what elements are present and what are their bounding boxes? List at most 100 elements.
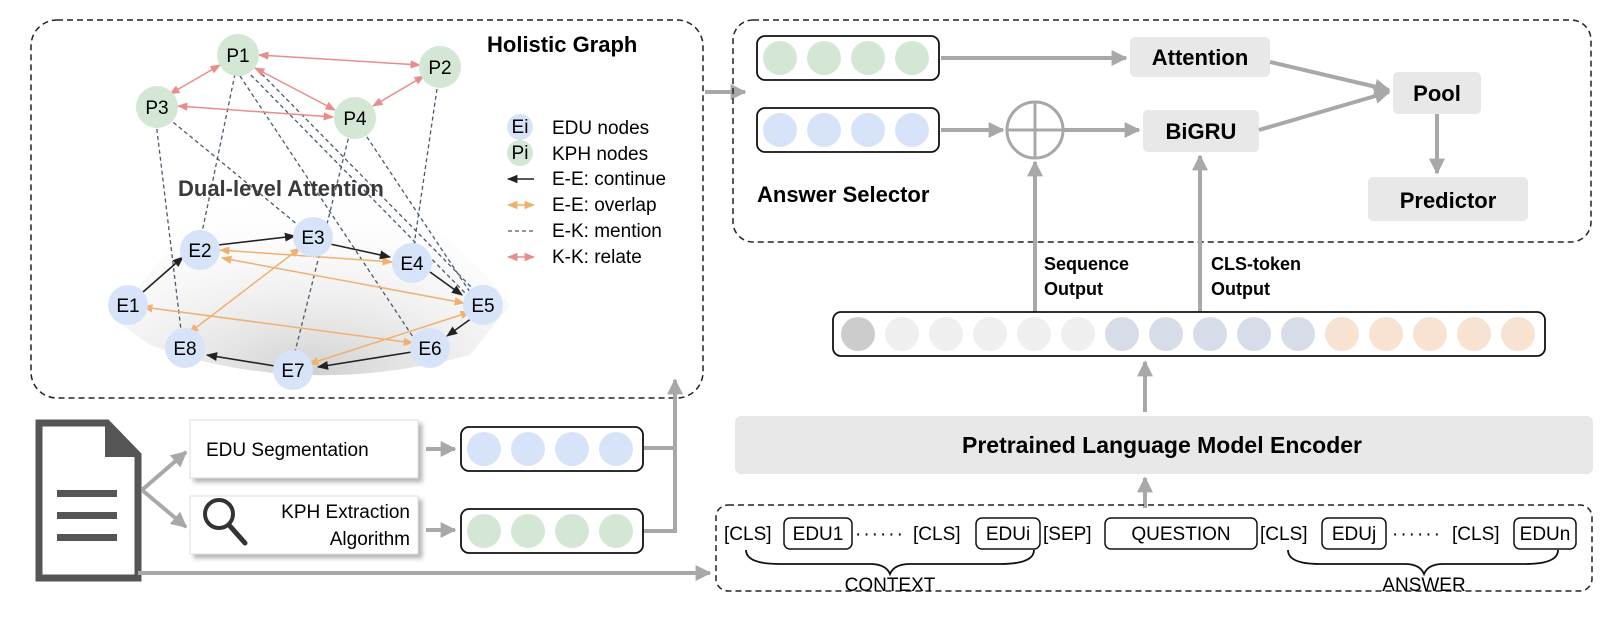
input-sequence-border (715, 504, 1593, 592)
output-arrows (1027, 154, 1208, 312)
answer-selector-title: Answer Selector (757, 182, 930, 207)
encoder-block (735, 416, 1593, 474)
question-token (1193, 317, 1227, 351)
edu-embedding-token (555, 432, 589, 466)
node-p1 (217, 34, 259, 76)
node-e6 (410, 328, 450, 368)
document-line (57, 534, 117, 541)
holistic-graph-panel: Holistic Graph (30, 19, 704, 399)
document-arrows (138, 450, 712, 581)
holistic-graph-border (30, 19, 704, 399)
kph-vector-box (756, 35, 940, 81)
kph-embedding-token (599, 514, 633, 548)
node-p1-label: P1 (226, 46, 249, 67)
edge-p1-p4 (254, 67, 336, 111)
edge-p3-p4 (176, 102, 335, 121)
context-token (929, 317, 963, 351)
node-e4 (392, 243, 432, 283)
edge-p2-p4 (372, 75, 425, 107)
cls-token (841, 317, 875, 351)
node-e1-label: E1 (116, 296, 139, 317)
legend-edu-label: EDU nodes (552, 118, 649, 139)
node-e3-label: E3 (301, 228, 324, 249)
edge-e3-e4 (329, 243, 392, 260)
node-e2-label: E2 (188, 241, 211, 262)
context-token (885, 317, 919, 351)
answer-label: ANSWER (1382, 575, 1465, 596)
document-fold (105, 421, 140, 457)
edu-segmentation-box (189, 419, 419, 479)
kph-vector-token (807, 41, 841, 75)
edge-e2-e3 (217, 232, 297, 246)
node-p3 (136, 86, 178, 128)
sequence-output-label-line1: Sequence (1044, 254, 1129, 274)
document-line (57, 512, 117, 519)
legend-continue-label: E-E: continue (552, 169, 666, 190)
attention-module (1130, 37, 1270, 77)
answer-token (1413, 317, 1447, 351)
legend-overlap-label: E-E: overlap (552, 195, 657, 216)
node-p2-label: P2 (428, 58, 451, 79)
cls-token-text: [CLS] (1260, 524, 1308, 545)
answer-token (1369, 317, 1403, 351)
node-e4-label: E4 (400, 254, 424, 275)
edge-e7-e8 (205, 352, 276, 367)
encoder-label: Pretrained Language Model Encoder (962, 432, 1362, 458)
kph-extraction-label-line1: KPH Extraction (281, 502, 410, 523)
node-e3 (293, 217, 333, 257)
context-label: CONTEXT (845, 575, 936, 596)
pool-module-label: Pool (1413, 81, 1461, 106)
edu-nodes: E1 E2 E3 E4 E5 E6 E7 E8 (108, 217, 503, 390)
doc-to-kph-arrow (140, 488, 188, 529)
edge-p1-p3 (169, 64, 221, 95)
legend-kph-label: KPH nodes (552, 144, 648, 165)
node-e8 (165, 328, 205, 368)
pool-module (1393, 72, 1481, 114)
question-token (1105, 317, 1139, 351)
cls-token-text: [CLS] (724, 524, 772, 545)
cls-output-label-line1: CLS-token (1211, 254, 1301, 274)
token-embedding-box (832, 311, 1546, 357)
edge-p1-p2 (257, 51, 422, 69)
kph-embedding-token (511, 514, 545, 548)
edu-embedding-token (511, 432, 545, 466)
token-embedding-row (832, 311, 1546, 357)
node-e5-label: E5 (471, 296, 494, 317)
kph-vector-token (851, 41, 885, 75)
edu-embedding-token (467, 432, 501, 466)
answer-ellipsis: ······ (1392, 524, 1442, 545)
node-e5 (463, 285, 503, 325)
legend-edu-swatch (507, 114, 533, 140)
bigru-module (1143, 110, 1259, 152)
node-p4 (334, 97, 376, 139)
preprocess-arrows (426, 378, 683, 538)
context-brace (745, 549, 1035, 577)
question-token (1281, 317, 1315, 351)
kph-nodes: P1 P2 P3 P4 (136, 34, 461, 139)
predictor-module-label: Predictor (1400, 188, 1497, 213)
node-e2 (180, 230, 220, 270)
overlap-edges (141, 246, 471, 366)
edge-e1-e2 (142, 256, 184, 293)
answer-token (1501, 317, 1535, 351)
edui-box (975, 517, 1041, 550)
edu-vector-token (851, 113, 885, 147)
context-token (973, 317, 1007, 351)
sequence-output-label-line2: Output (1044, 279, 1103, 299)
question-token (1149, 317, 1183, 351)
context-token (1061, 317, 1095, 351)
edu1-box (783, 517, 853, 550)
answer-brace (1287, 549, 1559, 577)
bigru-to-pool-arrow (1258, 88, 1391, 132)
edge-p2-e4 (412, 81, 439, 253)
node-e7-label: E7 (281, 361, 304, 382)
predictor-module (1368, 177, 1528, 221)
edge-p3-e3 (167, 117, 299, 226)
answer-token (1325, 317, 1359, 351)
node-p2 (419, 46, 461, 88)
kph-embedding-token (555, 514, 589, 548)
legend-edu-symbol: Ei (512, 117, 529, 138)
sep-token-text: [SEP] (1043, 524, 1092, 545)
question-text: QUESTION (1131, 524, 1230, 545)
